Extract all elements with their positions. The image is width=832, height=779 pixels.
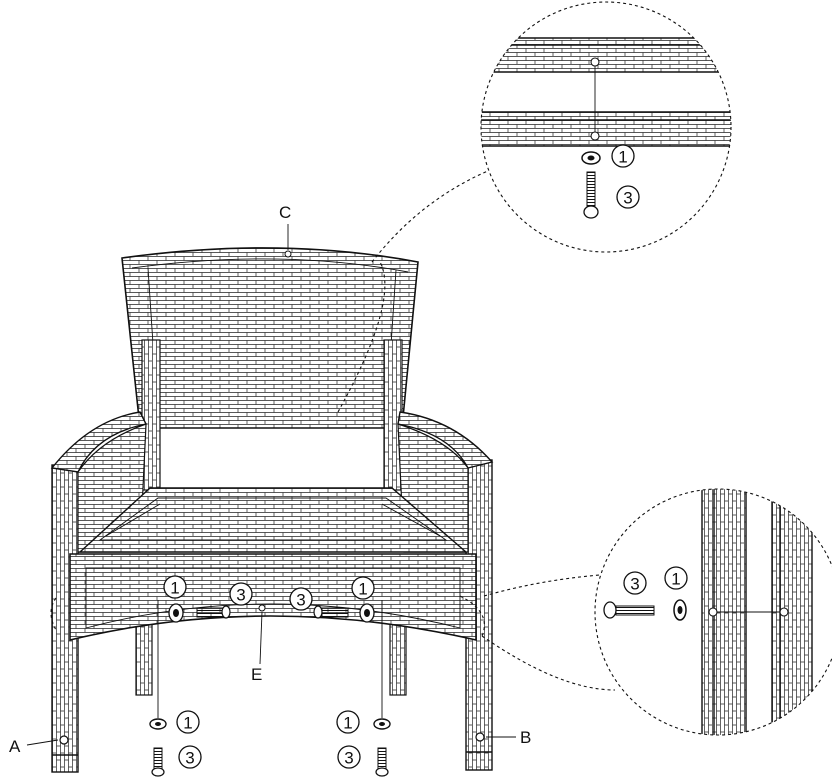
right-armrest xyxy=(397,411,494,469)
seat-frame xyxy=(78,487,468,553)
label-b: B xyxy=(486,728,531,747)
svg-text:C: C xyxy=(279,203,291,222)
callout-bolt-apron-left: 3 xyxy=(229,582,253,606)
svg-text:1: 1 xyxy=(183,714,192,733)
rear-left-leg xyxy=(135,619,153,696)
svg-text:B: B xyxy=(520,728,531,747)
svg-text:1: 1 xyxy=(343,714,352,733)
lower-left-bolt-set xyxy=(149,600,167,777)
zoom-line-right xyxy=(483,574,601,597)
svg-text:3: 3 xyxy=(630,575,639,594)
svg-text:3: 3 xyxy=(296,591,305,610)
left-armrest xyxy=(50,411,148,473)
svg-text:1: 1 xyxy=(671,570,680,589)
label-c: C xyxy=(279,203,291,250)
callout-washer-apron-left: 1 xyxy=(163,575,187,599)
left-arm-post xyxy=(141,339,161,491)
top-detail-view xyxy=(480,1,732,253)
right-detail-view xyxy=(594,488,832,736)
zoom-line-top-inner xyxy=(337,261,386,413)
callout-bolt-right: 3 xyxy=(623,571,647,595)
svg-text:3: 3 xyxy=(344,749,353,768)
svg-text:1: 1 xyxy=(358,580,367,599)
callout-washer-right: 1 xyxy=(664,566,688,590)
rear-right-leg xyxy=(389,619,407,696)
callout-washer-apron-right: 1 xyxy=(351,576,375,600)
svg-text:3: 3 xyxy=(236,586,245,605)
label-e: E xyxy=(251,611,263,684)
backrest xyxy=(121,247,419,429)
front-apron xyxy=(69,553,477,642)
svg-text:1: 1 xyxy=(170,579,179,598)
lower-right-bolt-set xyxy=(373,600,391,777)
callout-washer-top: 1 xyxy=(611,144,635,168)
svg-text:A: A xyxy=(9,737,21,756)
callout-washer-lower-right: 1 xyxy=(336,710,360,734)
label-a: A xyxy=(9,737,59,756)
svg-text:3: 3 xyxy=(623,189,632,208)
callout-washer-lower-left: 1 xyxy=(176,710,200,734)
chair xyxy=(50,247,494,773)
callout-bolt-top: 3 xyxy=(616,185,640,209)
callout-bolt-lower-left: 3 xyxy=(178,745,202,769)
left-side-hint xyxy=(50,597,57,631)
callout-bolt-lower-right: 3 xyxy=(337,745,361,769)
apron-fittings xyxy=(168,603,375,623)
callout-bolt-apron-right: 3 xyxy=(289,587,313,611)
zoom-line-right-lower xyxy=(481,635,616,691)
svg-text:3: 3 xyxy=(185,749,194,768)
svg-text:E: E xyxy=(251,665,262,684)
zoom-line-top xyxy=(371,169,491,263)
svg-text:1: 1 xyxy=(618,148,627,167)
